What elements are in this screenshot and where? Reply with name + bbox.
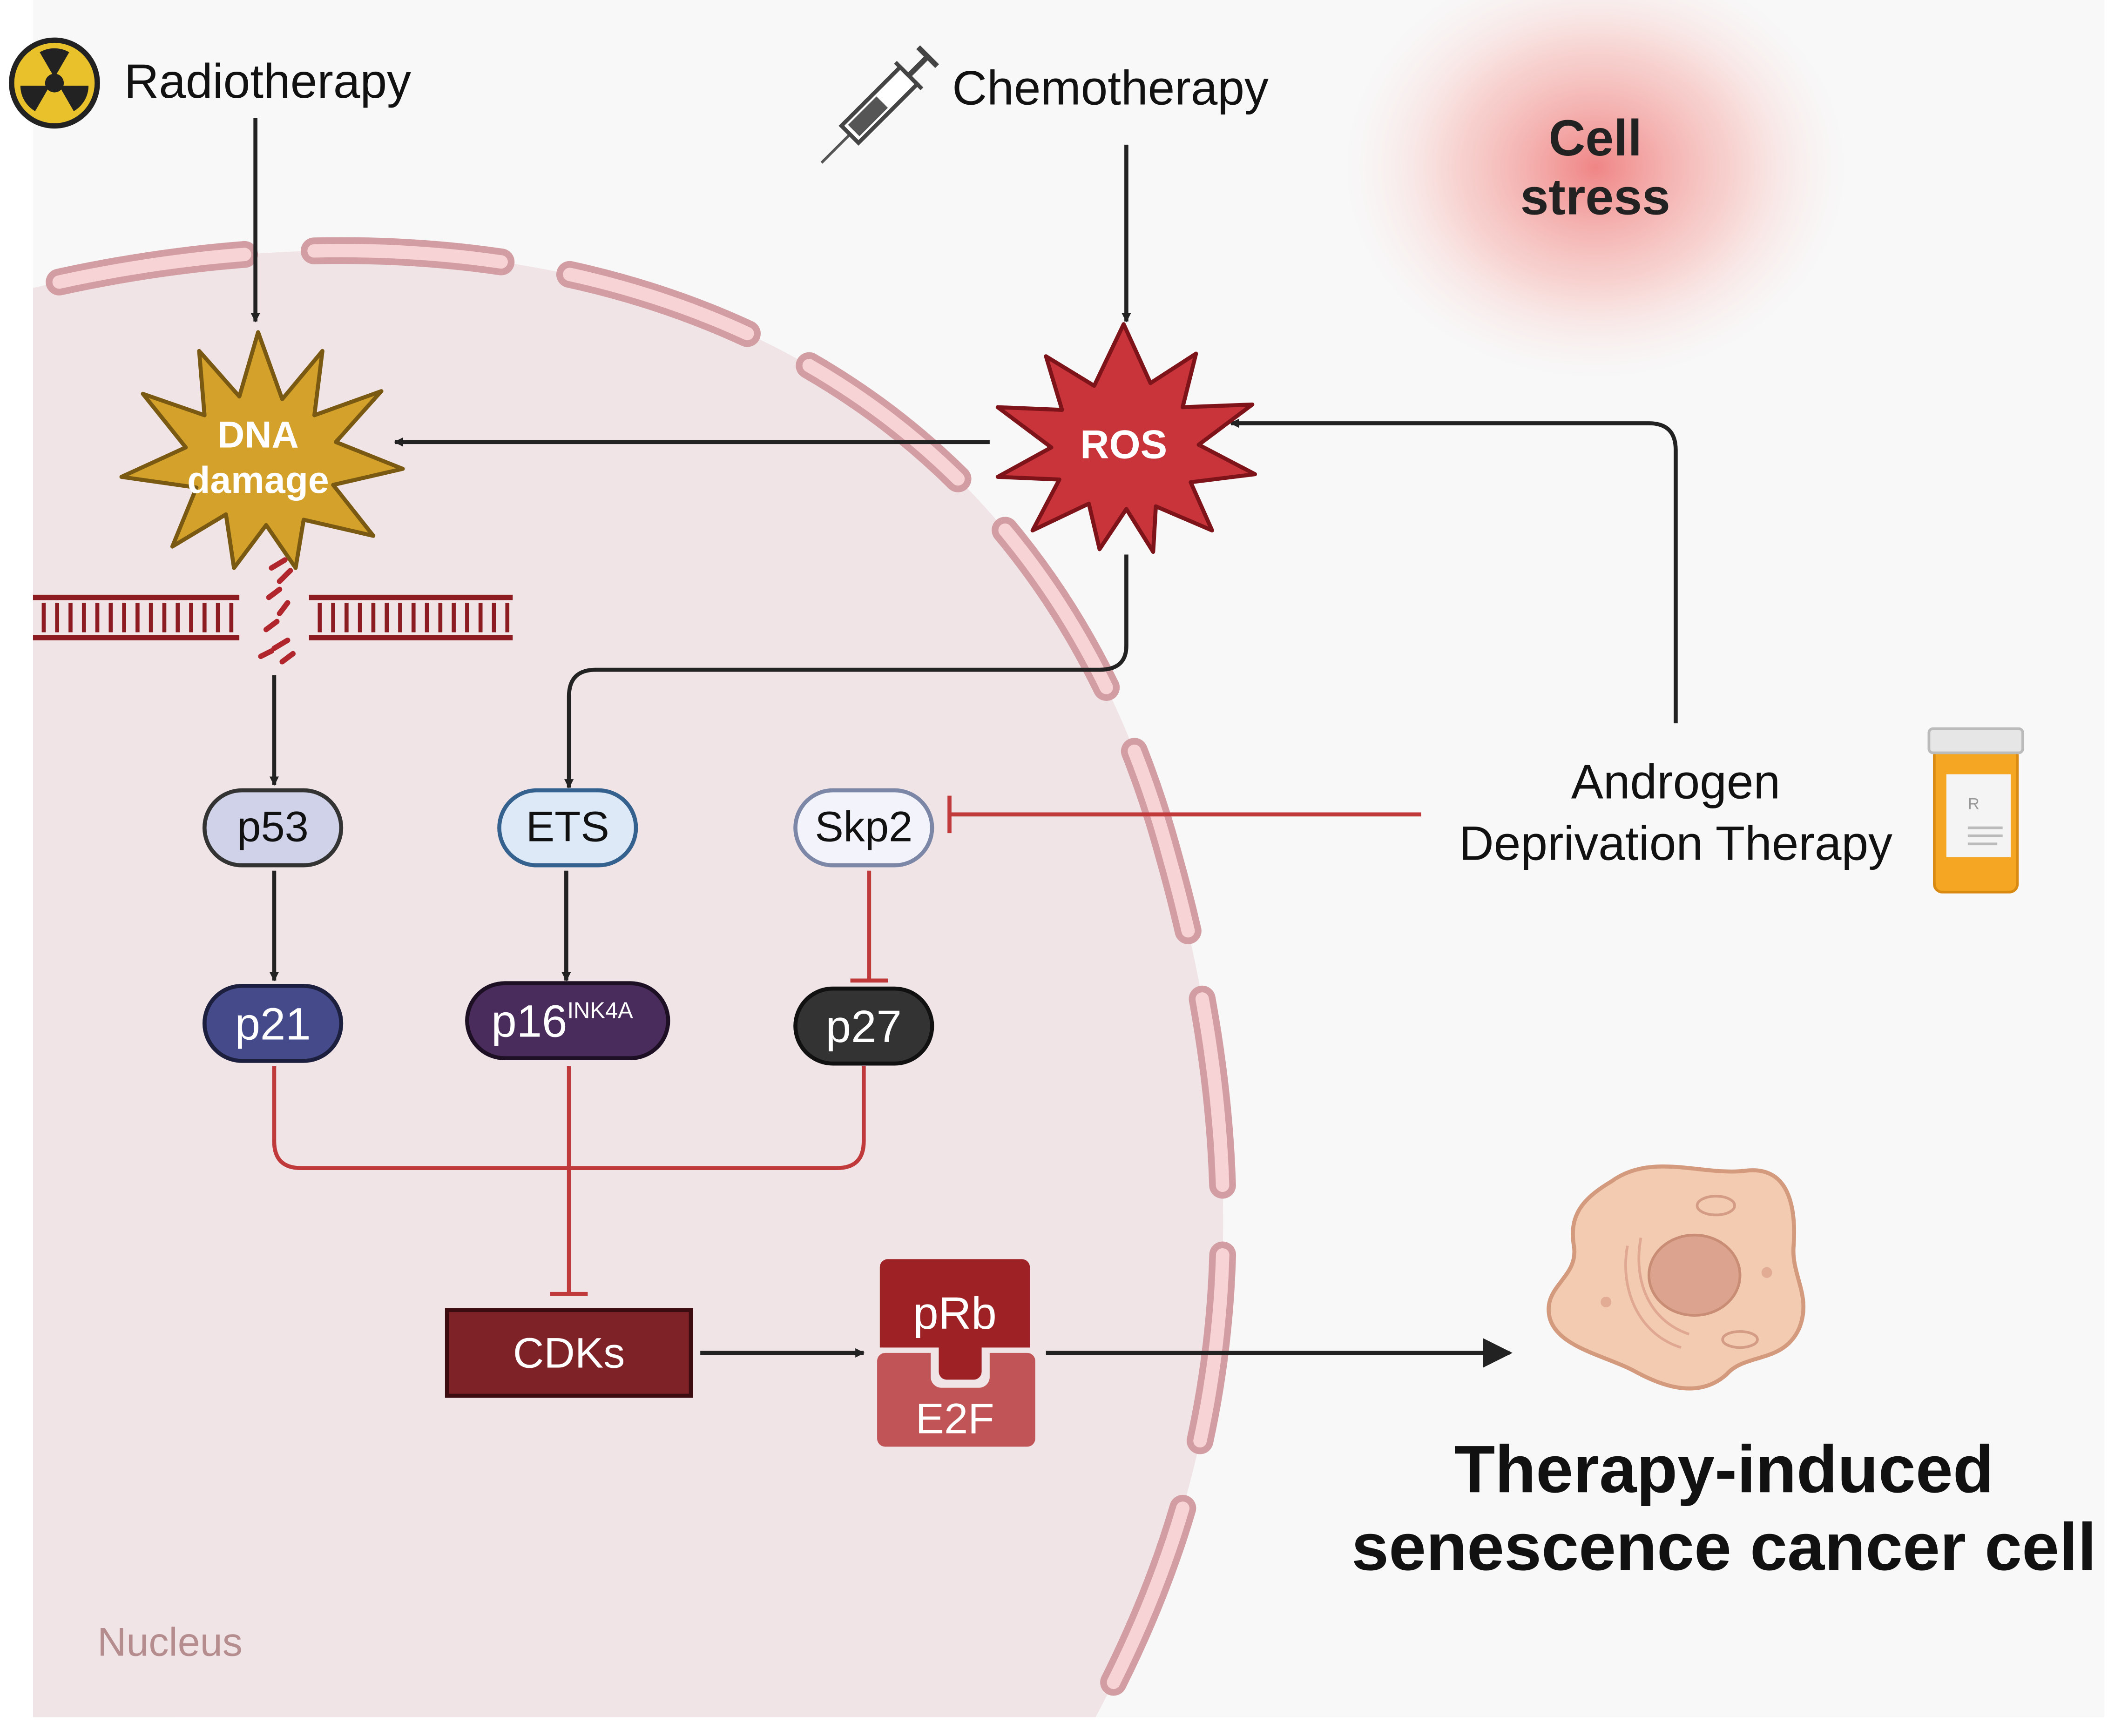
radiotherapy-label: Radiotherapy — [124, 54, 411, 108]
node-skp2-label: Skp2 — [815, 802, 912, 850]
node-e2f — [877, 1352, 1035, 1447]
dna-damage-burst — [119, 330, 405, 570]
node-p16 — [465, 981, 670, 1061]
ros-label: ROS — [1080, 422, 1167, 467]
cell-stress-line1: Cell — [1548, 110, 1642, 167]
cell-stress-line2: stress — [1520, 168, 1670, 225]
node-p21 — [202, 983, 344, 1063]
node-skp2 — [793, 788, 934, 868]
dna-damage-label-1: DNA — [217, 414, 299, 456]
node-cdks-label: CDKs — [513, 1329, 625, 1377]
node-e2f-label: E2F — [916, 1395, 994, 1443]
node-cdks — [445, 1308, 693, 1398]
svg-text:R: R — [1968, 795, 1980, 813]
activation-arrows — [250, 118, 1678, 1358]
radiation-icon — [9, 37, 100, 129]
node-prb — [879, 1259, 1030, 1380]
syringe-icon — [820, 45, 939, 164]
node-ets — [497, 788, 638, 868]
senescent-cell-icon — [1547, 1164, 1805, 1391]
node-p27 — [793, 986, 934, 1066]
node-p27-label: p27 — [826, 1001, 902, 1052]
node-p53 — [202, 788, 344, 868]
inhibition-lines — [272, 795, 1421, 1296]
adt-label-line1: Androgen — [1571, 754, 1780, 808]
dna-break-icon — [33, 557, 513, 665]
ros-burst — [995, 322, 1257, 554]
outcome-line2: senescence cancer cell — [1351, 1510, 2096, 1584]
arrow-adt-ros — [1230, 418, 1678, 724]
cell-stress-glow — [1341, 0, 1850, 382]
adt-label-line2: Deprivation Therapy — [1459, 816, 1892, 870]
arrow-ros-ets — [564, 554, 1128, 789]
nucleus-label: Nucleus — [97, 1620, 243, 1664]
node-p16-label: p16INK4A — [491, 996, 633, 1047]
pill-bottle-icon: R — [1927, 727, 2024, 894]
node-p21-label: p21 — [235, 998, 311, 1049]
outcome-line1: Therapy-induced — [1454, 1432, 1993, 1507]
node-ets-label: ETS — [526, 802, 609, 850]
dna-damage-label-2: damage — [187, 459, 329, 501]
node-p53-label: p53 — [237, 802, 309, 850]
node-prb-label: pRb — [913, 1287, 997, 1339]
chemotherapy-label: Chemotherapy — [952, 61, 1269, 114]
